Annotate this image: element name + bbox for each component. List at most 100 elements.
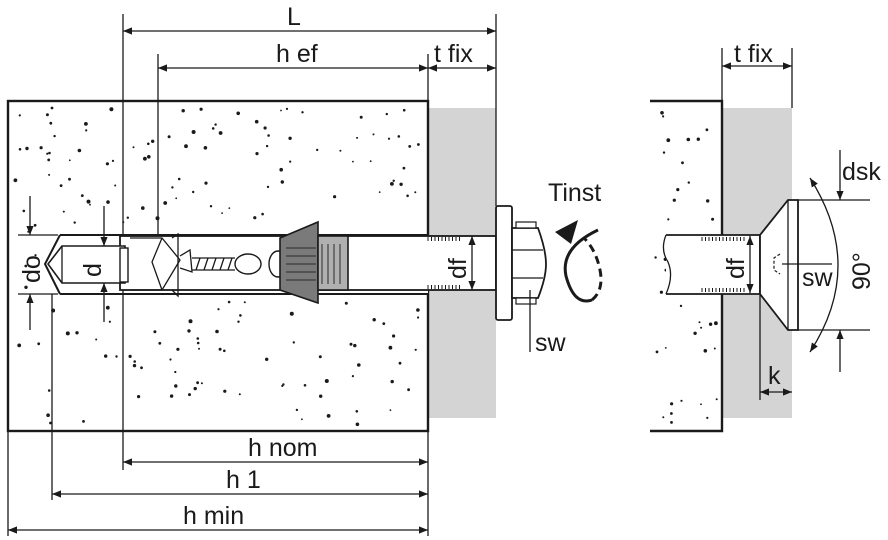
aggregate-dot bbox=[24, 285, 28, 289]
aggregate-dot bbox=[176, 347, 180, 351]
aggregate-dot bbox=[215, 329, 219, 334]
aggregate-dot bbox=[143, 156, 147, 161]
aggregate-dot bbox=[214, 123, 217, 126]
aggregate-dot bbox=[167, 135, 171, 139]
aggregate-dot bbox=[706, 199, 710, 203]
aggregate-dot bbox=[353, 343, 357, 348]
aggregate-dot bbox=[654, 256, 657, 259]
aggregate-dot bbox=[140, 366, 143, 370]
aggregate-dot bbox=[227, 300, 231, 304]
aggregate-dot bbox=[141, 206, 145, 210]
aggregate-dot bbox=[659, 290, 664, 294]
aggregate-dot bbox=[289, 311, 294, 316]
aggregate-dot bbox=[676, 188, 680, 192]
aggregate-dot bbox=[372, 318, 376, 322]
aggregate-dot bbox=[137, 395, 141, 399]
aggregate-dot bbox=[267, 134, 270, 137]
label-t-fix-detail: t fix bbox=[734, 40, 773, 68]
aggregate-dot bbox=[288, 136, 292, 140]
aggregate-dot bbox=[221, 212, 224, 215]
aggregate-dot bbox=[333, 195, 337, 199]
aggregate-dot bbox=[25, 146, 29, 151]
aggregate-dot bbox=[355, 410, 359, 413]
aggregate-dot bbox=[73, 221, 76, 224]
aggregate-dot bbox=[670, 421, 673, 424]
aggregate-dot bbox=[191, 130, 196, 134]
aggregate-dot bbox=[47, 389, 51, 392]
aggregate-dot bbox=[664, 347, 667, 349]
aggregate-dot bbox=[163, 201, 168, 205]
aggregate-dot bbox=[53, 134, 56, 138]
aggregate-dot bbox=[75, 331, 79, 335]
aggregate-dot bbox=[104, 354, 108, 358]
wire-loop bbox=[234, 253, 262, 275]
aggregate-dot bbox=[319, 394, 323, 398]
aggregate-dot bbox=[708, 322, 713, 326]
aggregate-dot bbox=[46, 413, 50, 418]
aggregate-dot bbox=[132, 363, 137, 368]
aggregate-dot bbox=[34, 254, 37, 257]
aggregate-dot bbox=[132, 146, 135, 149]
aggregate-dot bbox=[711, 217, 715, 221]
aggregate-dot bbox=[203, 146, 208, 150]
aggregate-dot bbox=[200, 382, 203, 385]
aggregate-dot bbox=[378, 191, 381, 194]
label-h-ef: h ef bbox=[276, 40, 318, 68]
label-angle: 90° bbox=[848, 252, 876, 290]
aggregate-dot bbox=[703, 349, 708, 353]
aggregate-dot bbox=[196, 381, 200, 385]
aggregate-dot bbox=[95, 338, 98, 341]
aggregate-dot bbox=[687, 181, 690, 184]
aggregate-dot bbox=[390, 379, 394, 384]
aggregate-dot bbox=[126, 216, 129, 219]
aggregate-dot bbox=[169, 394, 174, 398]
aggregate-dot bbox=[662, 115, 665, 118]
aggregate-dot bbox=[111, 159, 115, 162]
aggregate-dot bbox=[158, 341, 162, 345]
label-d: d bbox=[79, 263, 107, 277]
label-dsk: dsk bbox=[842, 158, 881, 186]
aggregate-dot bbox=[382, 322, 386, 325]
aggregate-dot bbox=[188, 319, 193, 324]
aggregate-dot bbox=[392, 334, 396, 338]
aggregate-dot bbox=[349, 342, 353, 346]
aggregate-dot bbox=[85, 129, 88, 132]
aggregate-dot bbox=[285, 107, 289, 110]
aggregate-dot bbox=[198, 347, 200, 350]
aggregate-dot bbox=[151, 139, 155, 143]
aggregate-dot bbox=[292, 341, 295, 344]
aggregate-dot bbox=[171, 186, 174, 189]
aggregate-dot bbox=[169, 358, 172, 361]
aggregate-dot bbox=[184, 144, 188, 149]
aggregate-dot bbox=[62, 210, 65, 213]
aggregate-dot bbox=[266, 185, 270, 189]
aggregate-dot bbox=[280, 109, 282, 112]
aggregate-dot bbox=[670, 412, 673, 415]
aggregate-dot bbox=[414, 348, 417, 351]
aggregate-dot bbox=[397, 135, 401, 138]
aggregate-dot bbox=[236, 111, 240, 116]
aggregate-dot bbox=[672, 198, 676, 202]
washer bbox=[495, 205, 513, 321]
aggregate-dot bbox=[398, 361, 402, 365]
detail-thread-marks bbox=[701, 237, 745, 292]
label-t-fix: t fix bbox=[434, 40, 473, 68]
label-df: df bbox=[444, 258, 472, 279]
aggregate-dot bbox=[326, 414, 331, 418]
aggregate-dot bbox=[237, 320, 240, 323]
aggregate-dot bbox=[86, 199, 91, 204]
aggregate-dot bbox=[175, 197, 178, 200]
aggregate-dot bbox=[679, 304, 683, 308]
aggregate-dot bbox=[27, 230, 30, 233]
aggregate-dot bbox=[133, 360, 136, 363]
aggregate-dot bbox=[188, 393, 191, 397]
aggregate-dot bbox=[80, 194, 84, 198]
aggregate-dot bbox=[17, 343, 22, 348]
torque-arrow bbox=[563, 228, 599, 303]
aggregate-dot bbox=[37, 342, 41, 346]
aggregate-dot bbox=[686, 137, 691, 142]
aggregate-dot bbox=[706, 416, 709, 419]
aggregate-dot bbox=[714, 321, 718, 326]
label-h-nom: h nom bbox=[248, 434, 317, 462]
hex-nut bbox=[511, 227, 547, 299]
